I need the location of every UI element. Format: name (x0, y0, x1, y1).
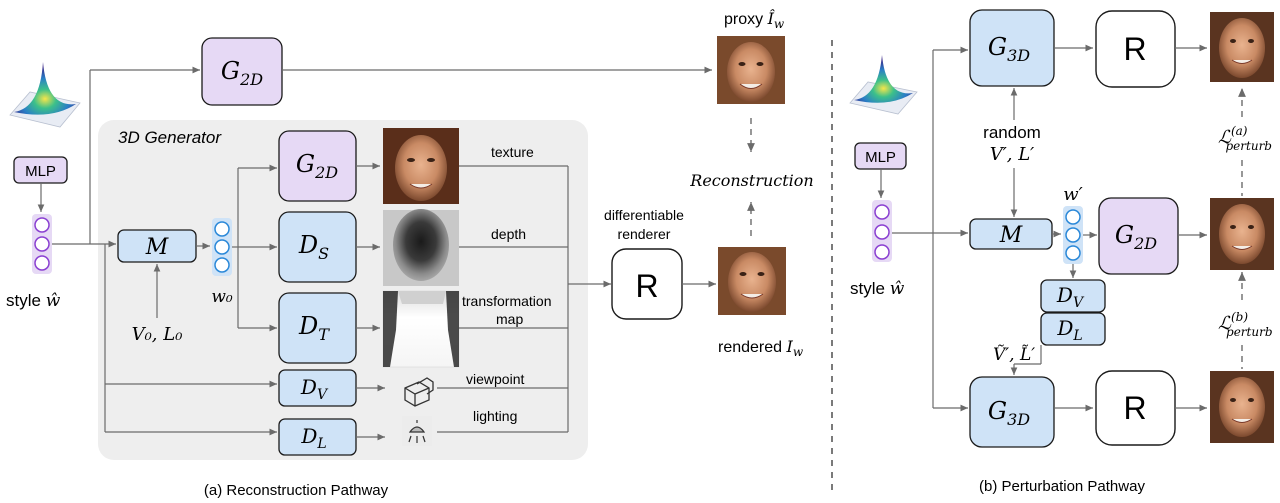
mapping-m-label-right: M (999, 223, 1023, 248)
map-label: map (496, 311, 523, 327)
renderer-r-top-label: R (1123, 31, 1146, 67)
lamp-icon (402, 416, 432, 446)
style-w-label: style ŵ (6, 291, 61, 311)
lighting-dl-label: DL (300, 424, 326, 452)
g3d-bottom-label: G3D (988, 397, 1030, 429)
texture-label: texture (491, 144, 534, 160)
3d-generator-title: 3D Generator (118, 128, 222, 147)
viewpoint-label: viewpoint (466, 371, 524, 387)
proxy-label: proxy Îw (724, 8, 785, 31)
g3d-top-label: G3D (988, 33, 1030, 65)
diff-renderer-label-1: differentiable (604, 207, 684, 223)
style-w-label-right: style ŵ (850, 279, 905, 299)
mlp-label: MLP (25, 163, 56, 180)
renderer-r-label: R (635, 268, 658, 304)
proxy-image (717, 36, 785, 104)
proxy-g2d-label: G2D (221, 57, 263, 89)
texture-g2d-label: G2D (296, 150, 338, 182)
camera-icon (404, 377, 434, 407)
perturbed-face-bottom-image (1210, 371, 1274, 443)
texture-image (383, 128, 459, 204)
transformation-map-image (382, 290, 460, 368)
proxy-g2d-box (201, 37, 283, 106)
renderer-r-bottom-label: R (1123, 390, 1146, 426)
reconstruction-pathway: 3D Generator MLP style ŵ G2D (6, 8, 814, 499)
g2d-right-label: G2D (1115, 221, 1157, 253)
caption-reconstruction: (a) Reconstruction Pathway (204, 482, 389, 499)
gaussian-prior-icon (9, 62, 81, 128)
viewpoint-dv-label: DV (300, 375, 329, 403)
renderer-r-top-box (1095, 10, 1176, 88)
loss-perturb-a: ℒ(a)perturb (1218, 124, 1272, 153)
loss-perturb-b: ℒ(b)perturb (1218, 310, 1273, 339)
depth-ds-label: DS (298, 231, 329, 263)
perturbed-face-middle-image (1210, 198, 1274, 270)
rendered-image (718, 247, 786, 315)
w0-label: w₀ (211, 287, 233, 307)
perturbation-pathway: MLP style ŵ G3D R random V′, L′ M (849, 9, 1274, 495)
dv-right-label: DV (1056, 283, 1085, 311)
mlp-label-right: MLP (865, 149, 896, 166)
g3d-bottom-box (969, 376, 1055, 448)
transformation-label: transformation (462, 293, 551, 309)
dl-right-label: DL (1056, 316, 1082, 344)
depth-label: depth (491, 226, 526, 242)
transform-dt-label: DT (298, 312, 330, 344)
w0-latent-vector (212, 218, 232, 276)
perturbed-face-top-image (1210, 12, 1274, 82)
gaussian-prior-icon-right (849, 55, 918, 115)
random-label: random (983, 123, 1041, 142)
depth-image (383, 209, 459, 286)
g2d-right-box (1098, 197, 1179, 275)
style-latent-vector (32, 214, 52, 274)
rendered-label: rendered Iw (718, 337, 804, 359)
caption-perturbation: (b) Perturbation Pathway (979, 478, 1145, 495)
v-l-tilde-label: Ṽ′, L̃′ (993, 344, 1035, 365)
style-latent-vector-right (872, 200, 892, 262)
w-prime-latent-vector (1063, 206, 1083, 264)
diff-renderer-label-2: renderer (618, 226, 671, 242)
v0-l0-label: V₀, L₀ (132, 324, 183, 345)
reconstruction-label: Reconstruction (689, 171, 813, 190)
w-prime-label: w′ (1063, 184, 1083, 205)
lighting-label: lighting (473, 408, 517, 424)
dv-right-box (1040, 279, 1106, 313)
v-l-prime-label: V′, L′ (990, 144, 1035, 165)
mapping-m-label: M (145, 235, 169, 260)
dl-right-box (1040, 312, 1106, 346)
3d-generator-panel (98, 120, 588, 460)
